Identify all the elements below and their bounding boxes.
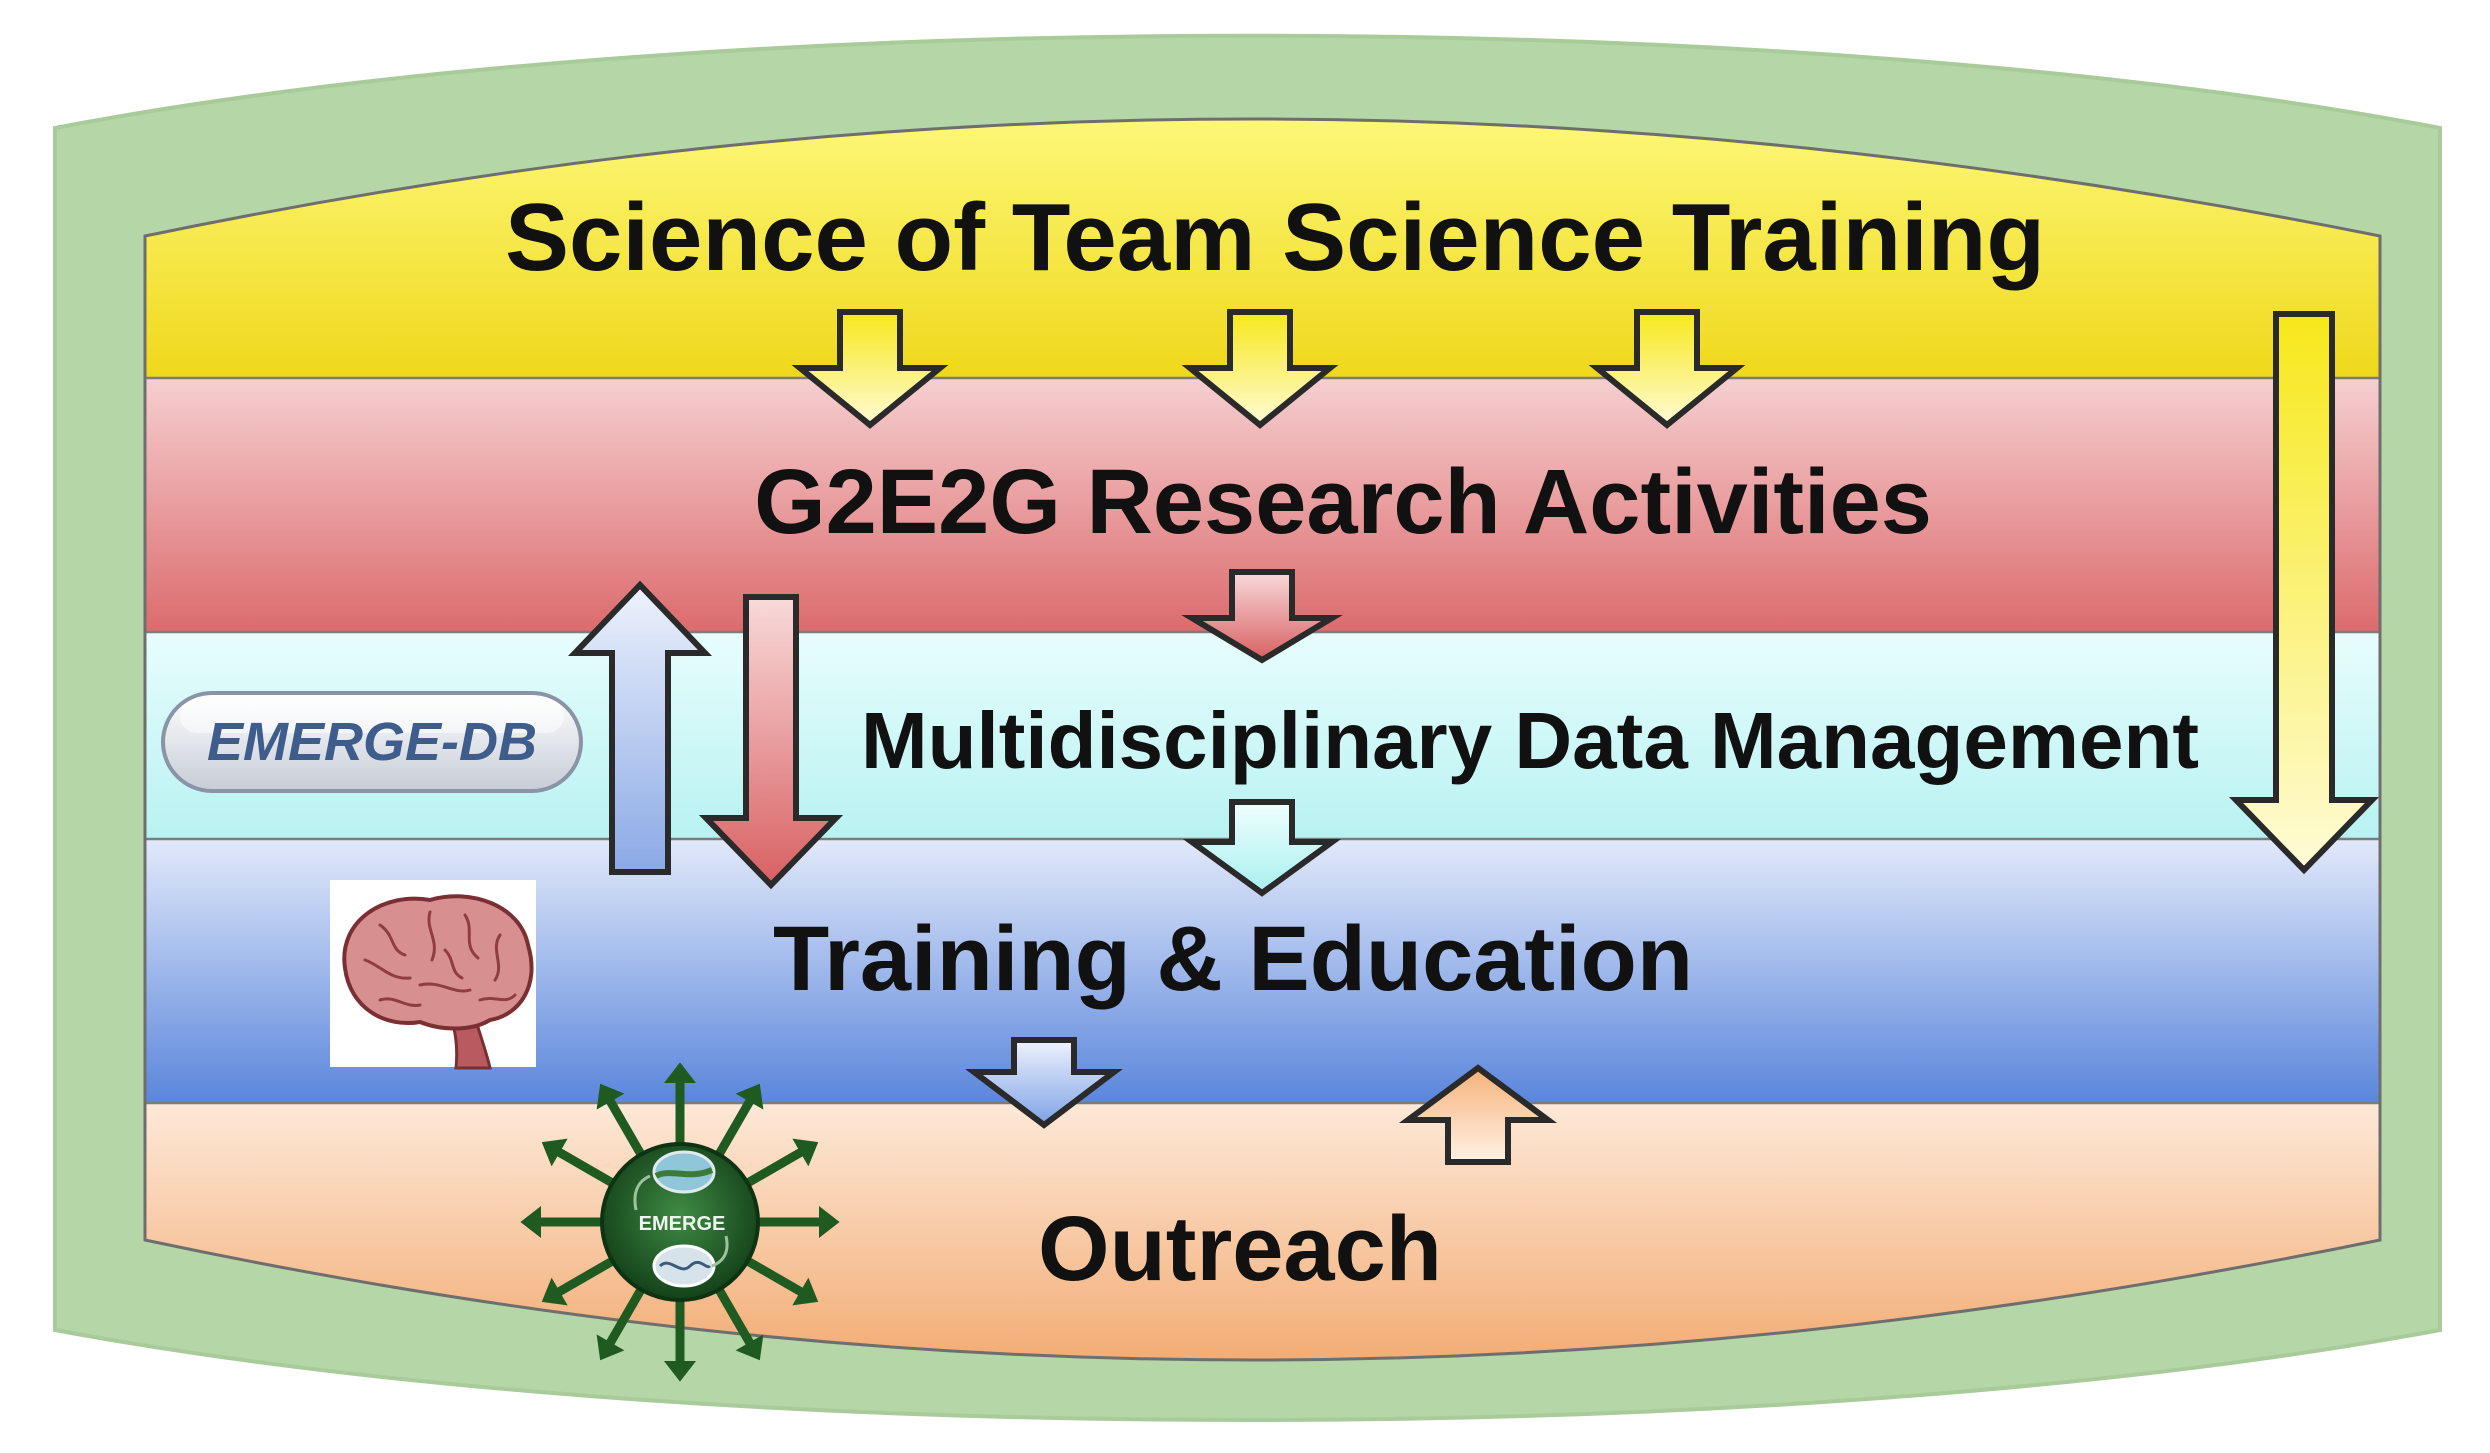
down-arrow-icon [2228,311,2380,875]
brain-icon [330,880,536,1070]
logo-ray-head [735,1083,764,1110]
logo-ray [606,1098,649,1164]
inner-cylinder-outline [143,117,2382,1362]
logo-ray-head [663,1361,697,1382]
logo-ray [738,1148,804,1191]
down-arrow-icon [965,1037,1123,1129]
logo-ray [556,1148,622,1191]
logo-ray-head [596,1083,625,1110]
down-arrow-icon [698,594,844,890]
down-arrow-icon [791,309,949,429]
logo-ray-head [792,1138,819,1167]
emerge-db-badge: EMERGE-DB [161,691,583,793]
up-arrow-icon [567,580,713,875]
layer-label-sots: Science of Team Science Training [505,184,2045,291]
emerge-db-label: EMERGE-DB [207,712,537,772]
down-arrow-icon [1181,569,1343,664]
logo-ray [711,1098,754,1164]
logo-ray [738,1253,804,1296]
logo-ray-head [663,1062,697,1083]
down-arrow-icon [1181,309,1339,429]
logo-ray [556,1253,622,1296]
logo-ray [711,1280,754,1346]
down-arrow-icon [1588,309,1746,429]
logo-ray-head [735,1334,764,1361]
layer-label-mdm: Multidisciplinary Data Management [861,696,2199,785]
logo-ray [606,1280,649,1346]
logo-ray-head [520,1205,541,1239]
logo-ray-head [596,1334,625,1361]
up-arrow-icon [1398,1064,1558,1165]
logo-ray-head [792,1277,819,1306]
layer-label-g2e2g: G2E2G Research Activities [754,451,1932,553]
emerge-logo-icon: EMERGE [520,1062,840,1382]
logo-ray-head [541,1138,568,1167]
layer-label-outreach: Outreach [1038,1198,1442,1300]
layer-label-training: Training & Education [773,908,1693,1010]
logo-ray-head [819,1205,840,1239]
logo-ray-head [541,1277,568,1306]
emerge-logo-label: EMERGE [639,1213,726,1235]
down-arrow-icon [1182,799,1342,897]
